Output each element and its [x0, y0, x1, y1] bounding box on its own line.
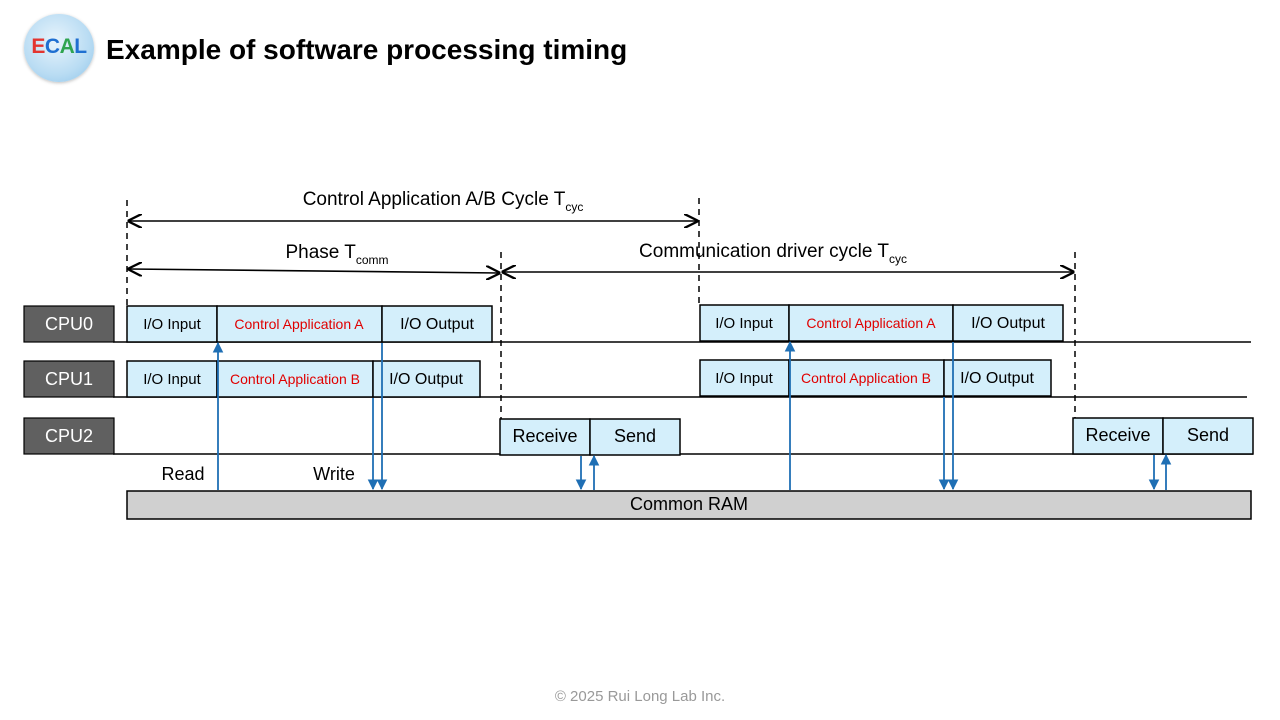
cpu1-block-io-input: I/O Input [126, 360, 218, 398]
cycle-span-label: Control Application A/B Cycle Tcyc [303, 189, 584, 214]
svg-text:CPU2: CPU2 [45, 426, 93, 446]
common-ram-bar: Common RAM [126, 490, 1252, 520]
page-title: Example of software processing timing [106, 34, 628, 65]
cpu1-block-io-output: I/O Output [943, 359, 1052, 397]
cpu1-block-control-app-b: Control Application B [216, 360, 374, 398]
svg-text:I/O Input: I/O Input [715, 370, 773, 387]
cpu0-label: CPU0 [23, 305, 115, 343]
svg-text:Control Application B: Control Application B [801, 370, 931, 386]
cpu0-block-io-input: I/O Input [126, 305, 218, 343]
svg-text:Control Application B: Control Application B [230, 371, 360, 387]
svg-text:Receive: Receive [1085, 425, 1150, 445]
svg-text:Send: Send [1187, 425, 1229, 445]
cpu2-label: CPU2 [23, 417, 115, 455]
cpu0-block-io-output: I/O Output [381, 305, 493, 343]
svg-text:Common RAM: Common RAM [630, 494, 748, 514]
cpu0-block-io-input: I/O Input [699, 304, 790, 342]
svg-text:Send: Send [614, 426, 656, 446]
write-label: Write [313, 464, 355, 484]
svg-text:Control Application A: Control Application A [234, 316, 364, 332]
svg-text:I/O Input: I/O Input [715, 315, 773, 332]
svg-text:Receive: Receive [512, 426, 577, 446]
cpu0-block-control-app-a: Control Application A [788, 304, 954, 342]
cpu1-block-io-input: I/O Input [699, 359, 790, 397]
phase-span-arrow [129, 269, 499, 273]
cpu2-block-send: Send [1162, 417, 1254, 455]
svg-text:CPU0: CPU0 [45, 314, 93, 334]
cpu1-label: CPU1 [23, 360, 115, 398]
cpu0-block-io-output: I/O Output [952, 304, 1064, 342]
svg-text:I/O Output: I/O Output [960, 370, 1034, 387]
ecal-logo: ECAL [24, 14, 94, 82]
copyright-footer: © 2025 Rui Long Lab Inc. [554, 688, 726, 705]
dashed-guides [126, 198, 1076, 420]
svg-text:I/O Output: I/O Output [971, 315, 1045, 332]
cpu2-block-receive: Receive [1072, 417, 1164, 455]
cpu1-block-io-output: I/O Output [372, 360, 481, 398]
svg-text:Control Application A: Control Application A [806, 315, 936, 331]
cpu0-block-control-app-a: Control Application A [216, 305, 383, 343]
data-flow-arrows [212, 340, 1172, 491]
svg-text:I/O Output: I/O Output [389, 371, 463, 388]
svg-text:I/O Input: I/O Input [143, 316, 201, 333]
cpu2-block-receive: Receive [499, 418, 591, 456]
cpu2-block-send: Send [589, 418, 681, 456]
logo-text: ECAL [31, 35, 87, 58]
svg-text:CPU1: CPU1 [45, 369, 93, 389]
phase-span-label: Phase Tcomm [285, 242, 388, 267]
cpu1-block-control-app-b: Control Application B [788, 359, 945, 397]
svg-text:I/O Input: I/O Input [143, 371, 201, 388]
read-label: Read [161, 464, 204, 484]
comm-span-label: Communication driver cycle Tcyc [639, 241, 907, 266]
svg-text:I/O Output: I/O Output [400, 316, 474, 333]
